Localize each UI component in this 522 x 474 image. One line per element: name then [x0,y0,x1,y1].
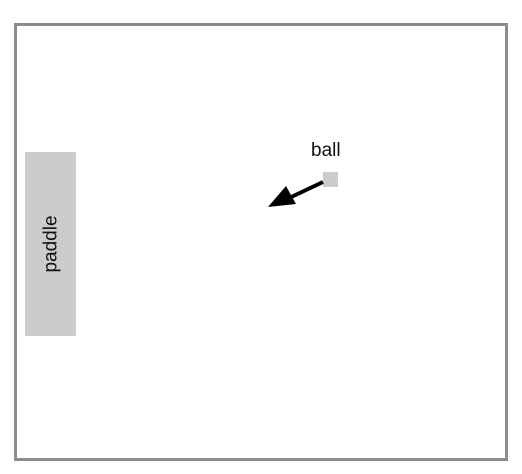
game-area [14,23,508,461]
ball [323,172,338,187]
paddle-label: paddle [40,215,61,273]
paddle: paddle [25,152,76,336]
ball-label: ball [311,140,341,161]
